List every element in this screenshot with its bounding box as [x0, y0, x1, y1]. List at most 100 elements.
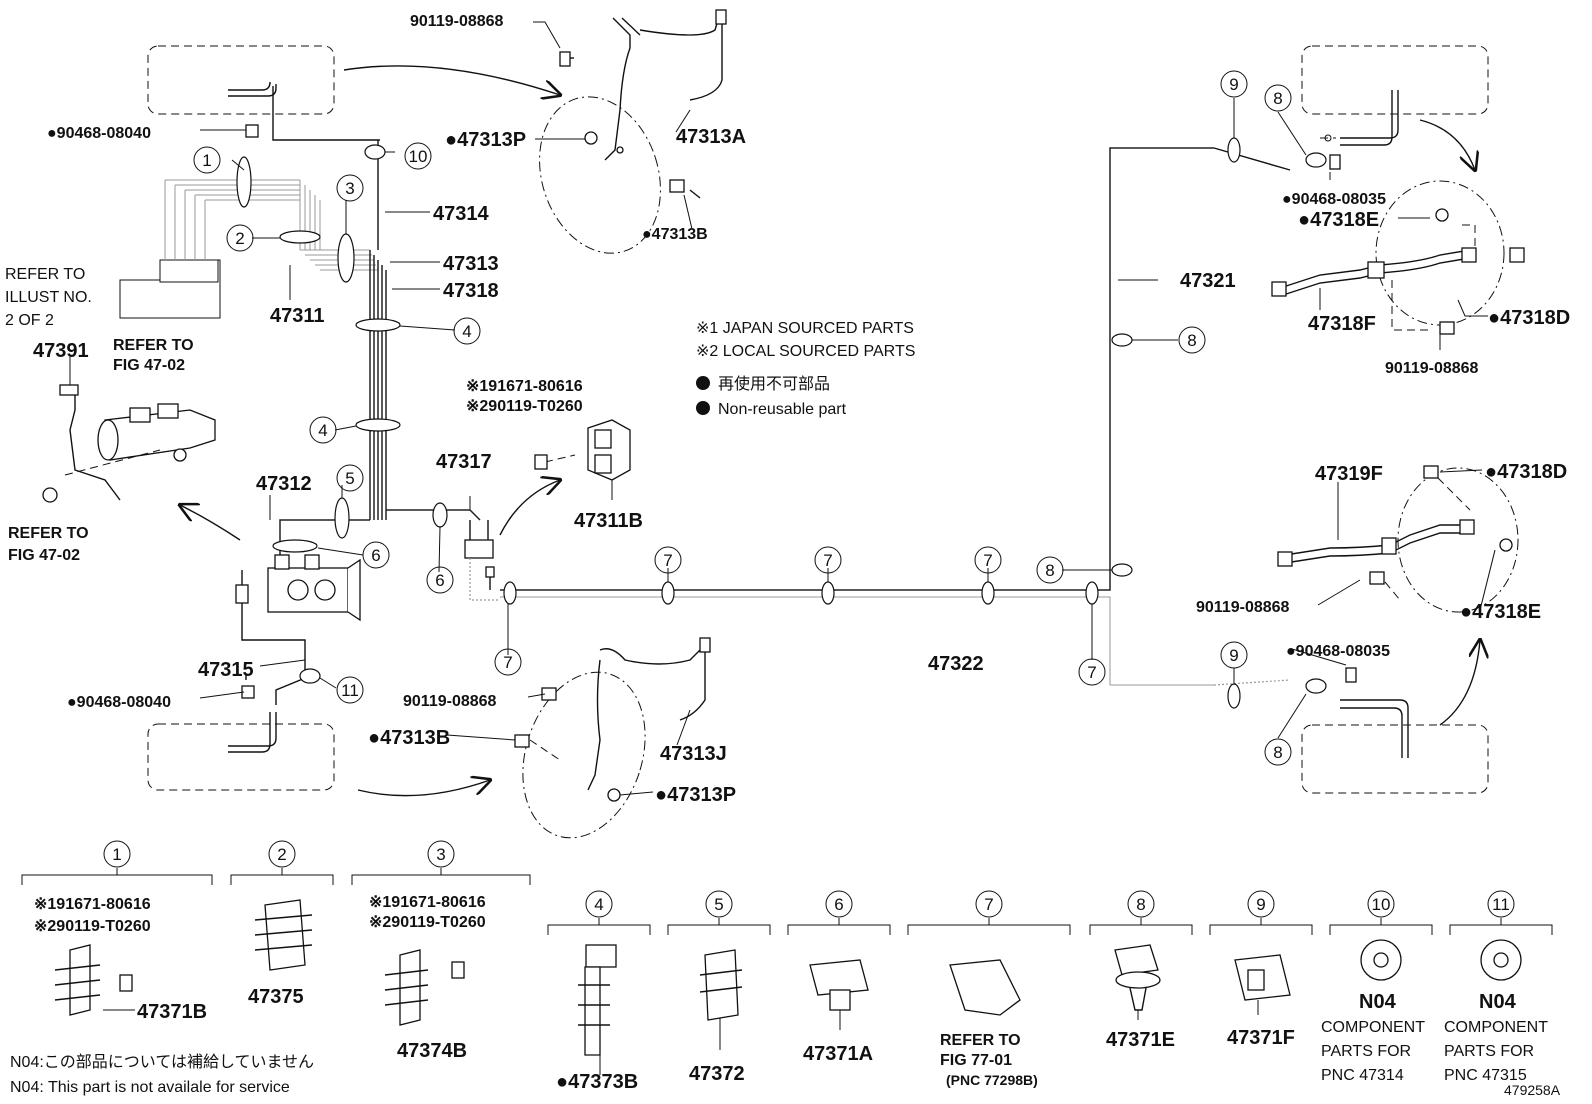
svg-text:6: 6	[435, 571, 444, 590]
svg-text:7: 7	[663, 551, 672, 570]
circle-9a-marker: 9	[1220, 70, 1248, 98]
label-47313a: 47313A	[676, 126, 746, 148]
label-90119-08868-c: 90119-08868	[1385, 360, 1479, 377]
table3-part: 47374B	[397, 1040, 467, 1062]
table-circle-6: 6	[825, 890, 853, 918]
svg-text:8: 8	[1187, 331, 1196, 350]
svg-text:6: 6	[834, 895, 843, 914]
rear-right-wheel-group	[1277, 465, 1519, 794]
svg-text:8: 8	[1273, 89, 1282, 108]
rear-brake-line	[500, 90, 1399, 686]
legend-local: ※2 LOCAL SOURCED PARTS	[696, 343, 915, 360]
circle-4-marker: 4	[453, 317, 481, 345]
circle-5-marker: 5	[336, 464, 364, 492]
svg-text:9: 9	[1229, 75, 1238, 94]
svg-text:1: 1	[202, 151, 211, 170]
svg-text:6: 6	[371, 546, 380, 565]
table10-part: N04	[1359, 991, 1397, 1013]
table11-part: N04	[1479, 991, 1517, 1013]
label-47318d-a: ●47318D	[1488, 307, 1570, 329]
circle-markers: 1 2 3 4 4 5 6 6 10 11 7 7 7 7 7 8 8 8 8 …	[103, 70, 1515, 918]
label-47313j: 47313J	[660, 743, 727, 765]
svg-text:9: 9	[1256, 895, 1265, 914]
refer-illust-2: ILLUST NO.	[5, 289, 92, 306]
table10-note3: PNC 47314	[1321, 1067, 1404, 1084]
label-47313p-a: ●47313P	[445, 129, 526, 151]
label-290119: ※290119-T0260	[466, 398, 583, 415]
svg-text:7: 7	[984, 895, 993, 914]
svg-text:5: 5	[345, 469, 354, 488]
table7-note1: REFER TO	[940, 1032, 1021, 1049]
label-90119-08868-b: 90119-08868	[403, 693, 497, 710]
table9-part: 47371F	[1227, 1027, 1295, 1049]
circle-8a-marker: 8	[1036, 556, 1064, 584]
circle-11-marker: 11	[336, 676, 364, 704]
label-47313b-a: ●47313B	[642, 226, 708, 243]
circle-7e-marker: 7	[1078, 658, 1106, 686]
table6-part: 47371A	[803, 1043, 873, 1065]
svg-text:9: 9	[1229, 646, 1238, 665]
legend-nonreuse-jp: 再使用不可部品	[718, 375, 830, 393]
refer-fig-a-2: FIG 47-02	[113, 357, 185, 374]
svg-text:2: 2	[235, 229, 244, 248]
label-47315: 47315	[198, 659, 254, 681]
table2-part: 47375	[248, 986, 304, 1008]
footnote-jp: N04:この部品については補給していません	[10, 1053, 314, 1071]
svg-text:8: 8	[1136, 895, 1145, 914]
label-47312: 47312	[256, 473, 312, 495]
svg-text:7: 7	[823, 551, 832, 570]
refer-illust-3: 2 OF 2	[5, 312, 54, 329]
table-circle-2: 2	[268, 840, 296, 868]
circle-6b-marker: 6	[426, 566, 454, 594]
table-circle-11: 11	[1487, 890, 1515, 918]
svg-text:3: 3	[436, 845, 445, 864]
table5-part: 47372	[689, 1063, 745, 1085]
label-90119-08868-a: 90119-08868	[410, 13, 504, 30]
table10-note2: PARTS FOR	[1321, 1043, 1411, 1060]
circle-3-marker: 3	[336, 174, 364, 202]
label-90468-08035-b: ●90468-08035	[1286, 643, 1390, 660]
refer-fig-b-2: FIG 47-02	[8, 547, 80, 564]
circle-10-marker: 10	[404, 142, 432, 170]
label-47311: 47311	[270, 305, 325, 327]
table-circle-1: 1	[103, 840, 131, 868]
label-47318f: 47318F	[1308, 313, 1376, 335]
circle-8c-marker: 8	[1264, 84, 1292, 112]
svg-text:10: 10	[409, 147, 428, 166]
clip-detail-table	[21, 868, 1553, 1075]
label-47313b-b: ●47313B	[368, 727, 450, 749]
svg-text:2: 2	[277, 845, 286, 864]
circle-7a-marker: 7	[494, 648, 522, 676]
svg-text:4: 4	[462, 322, 471, 341]
svg-text:7: 7	[983, 551, 992, 570]
table-circle-8: 8	[1127, 890, 1155, 918]
table1-part: 47371B	[137, 1001, 207, 1023]
refer-illust-1: REFER TO	[5, 266, 85, 283]
label-47313p-b: ●47313P	[655, 784, 736, 806]
table-circle-10: 10	[1367, 890, 1395, 918]
label-47314: 47314	[433, 203, 489, 225]
table-circle-3: 3	[427, 840, 455, 868]
circle-6-marker: 6	[362, 541, 390, 569]
table10-note1: COMPONENT	[1321, 1019, 1425, 1036]
table7-note2: FIG 77-01	[940, 1052, 1012, 1069]
label-90468-08040-b: ●90468-08040	[67, 694, 171, 711]
circle-7b-marker: 7	[654, 546, 682, 574]
table11-note1: COMPONENT	[1444, 1019, 1548, 1036]
part-labels: 90119-08868 ●90468-08040 ●47313P 47313A …	[5, 13, 1570, 806]
table4-part: ●47373B	[556, 1071, 638, 1093]
label-90468-08040-a: ●90468-08040	[47, 125, 151, 142]
label-47317: 47317	[436, 451, 492, 473]
svg-text:11: 11	[1492, 895, 1510, 914]
svg-text:11: 11	[341, 681, 359, 700]
circle-8b-marker: 8	[1178, 326, 1206, 354]
nonreuse-bullet-icon	[696, 401, 710, 415]
label-191671: ※191671-80616	[466, 378, 583, 395]
refer-fig-b-1: REFER TO	[8, 525, 89, 542]
svg-text:1: 1	[112, 845, 121, 864]
label-90468-08035-a: ●90468-08035	[1282, 191, 1386, 208]
circle-2-marker: 2	[226, 224, 254, 252]
master-cylinder	[42, 384, 241, 541]
svg-text:4: 4	[318, 421, 327, 440]
